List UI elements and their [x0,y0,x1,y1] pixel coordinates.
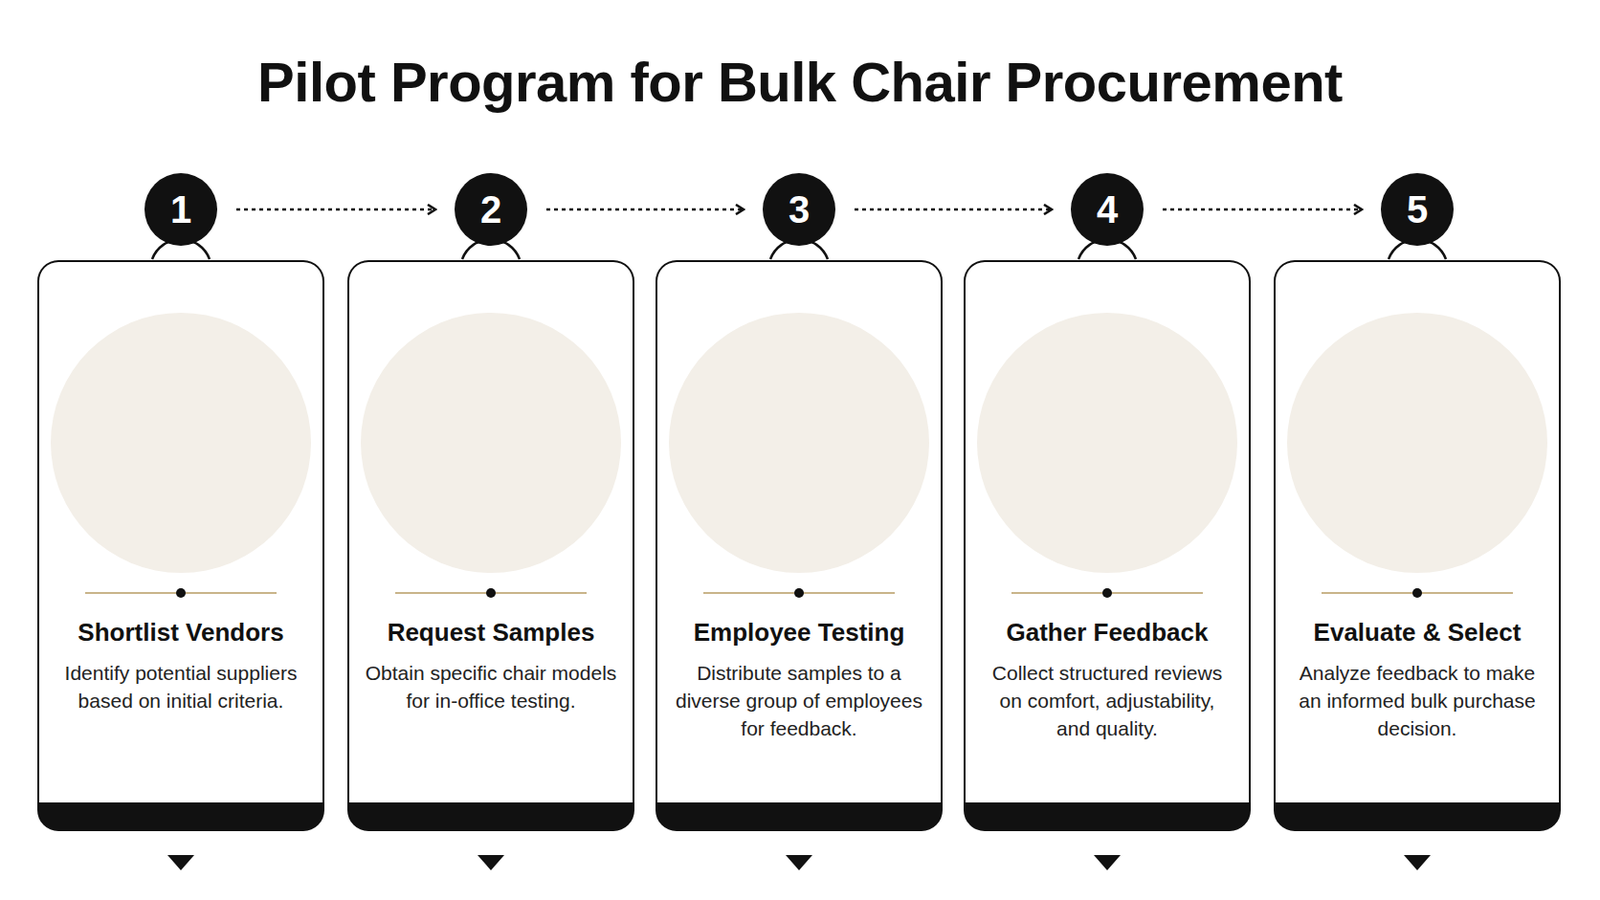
icon-backdrop [50,312,312,574]
step-number: 1 [170,188,192,232]
divider-dot [794,588,804,599]
step-description: Obtain specific chair models for in-offi… [364,659,618,715]
step-description: Distribute samples to a diverse group of… [672,659,926,743]
step-illustration [657,262,941,837]
card-pointer [477,855,505,871]
icon-backdrop [1287,312,1548,574]
step-heading: Employee Testing [672,618,926,648]
step-card: Request SamplesObtain specific chair mod… [347,260,635,832]
step-number-circle: 3 [762,173,836,246]
step-description: Analyze feedback to make an informed bul… [1290,659,1544,743]
divider-dot [176,588,186,599]
divider-dot [486,588,496,599]
step-number: 3 [788,188,810,232]
diagram-title: Pilot Program for Bulk Chair Procurement [0,49,1600,114]
step-number: 4 [1096,188,1118,232]
icon-backdrop [977,312,1238,574]
icon-backdrop [668,312,930,574]
card-pointer [1403,855,1431,871]
step-number-circle: 5 [1380,173,1454,246]
divider-dot [1412,588,1423,599]
card-pointer [167,855,195,871]
step-illustration [349,262,633,837]
divider-dot [1102,588,1112,599]
step-heading: Gather Feedback [980,618,1234,648]
flow-arrow [1162,208,1362,212]
icon-backdrop [360,312,622,574]
step-heading: Evaluate & Select [1290,618,1544,648]
step-number-circle: 1 [144,173,218,246]
step-card: Employee TestingDistribute samples to a … [655,260,943,832]
step-illustration [39,262,323,837]
card-pointer [785,855,813,871]
step-description: Collect structured reviews on comfort, a… [980,659,1234,743]
step-number-circle: 2 [454,173,528,246]
step-number: 5 [1406,188,1428,232]
step-number-circle: 4 [1070,173,1144,246]
step-illustration [1275,262,1559,837]
step-heading: Request Samples [364,618,618,648]
step-illustration [965,262,1249,837]
step-heading: Shortlist Vendors [54,618,308,648]
step-number: 2 [480,188,502,232]
flow-arrow [546,208,744,212]
step-card: Gather FeedbackCollect structured review… [963,260,1251,832]
flow-arrow [236,208,436,212]
step-card: Evaluate & SelectAnalyze feedback to mak… [1273,260,1561,832]
step-description: Identify potential suppliers based on in… [54,659,308,715]
step-card: Shortlist VendorsIdentify potential supp… [37,260,325,832]
card-pointer [1093,855,1121,871]
flow-arrow [854,208,1052,212]
